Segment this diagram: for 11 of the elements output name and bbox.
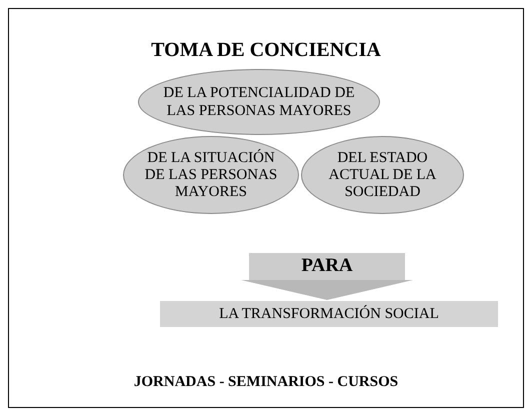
node-text: LA TRANSFORMACIÓN SOCIAL: [219, 304, 439, 324]
heading: TOMA DE CONCIENCIA: [150, 38, 382, 63]
arrow: [241, 280, 413, 300]
node-text: DE LA SITUACIÓN DE LAS PERSONAS MAYORES: [144, 150, 278, 200]
label-box: [249, 253, 405, 280]
banner-bar: [160, 301, 498, 327]
footer-text: JORNADAS - SEMINARIOS - CURSOS: [132, 373, 400, 392]
node-text: DE LA POTENCIALIDAD DE LAS PERSONAS MAYORES: [163, 84, 355, 120]
node-text: PARA: [301, 254, 353, 278]
node-text: DEL ESTADO ACTUAL DE LA SOCIEDAD: [328, 150, 438, 200]
frame: [8, 8, 524, 408]
